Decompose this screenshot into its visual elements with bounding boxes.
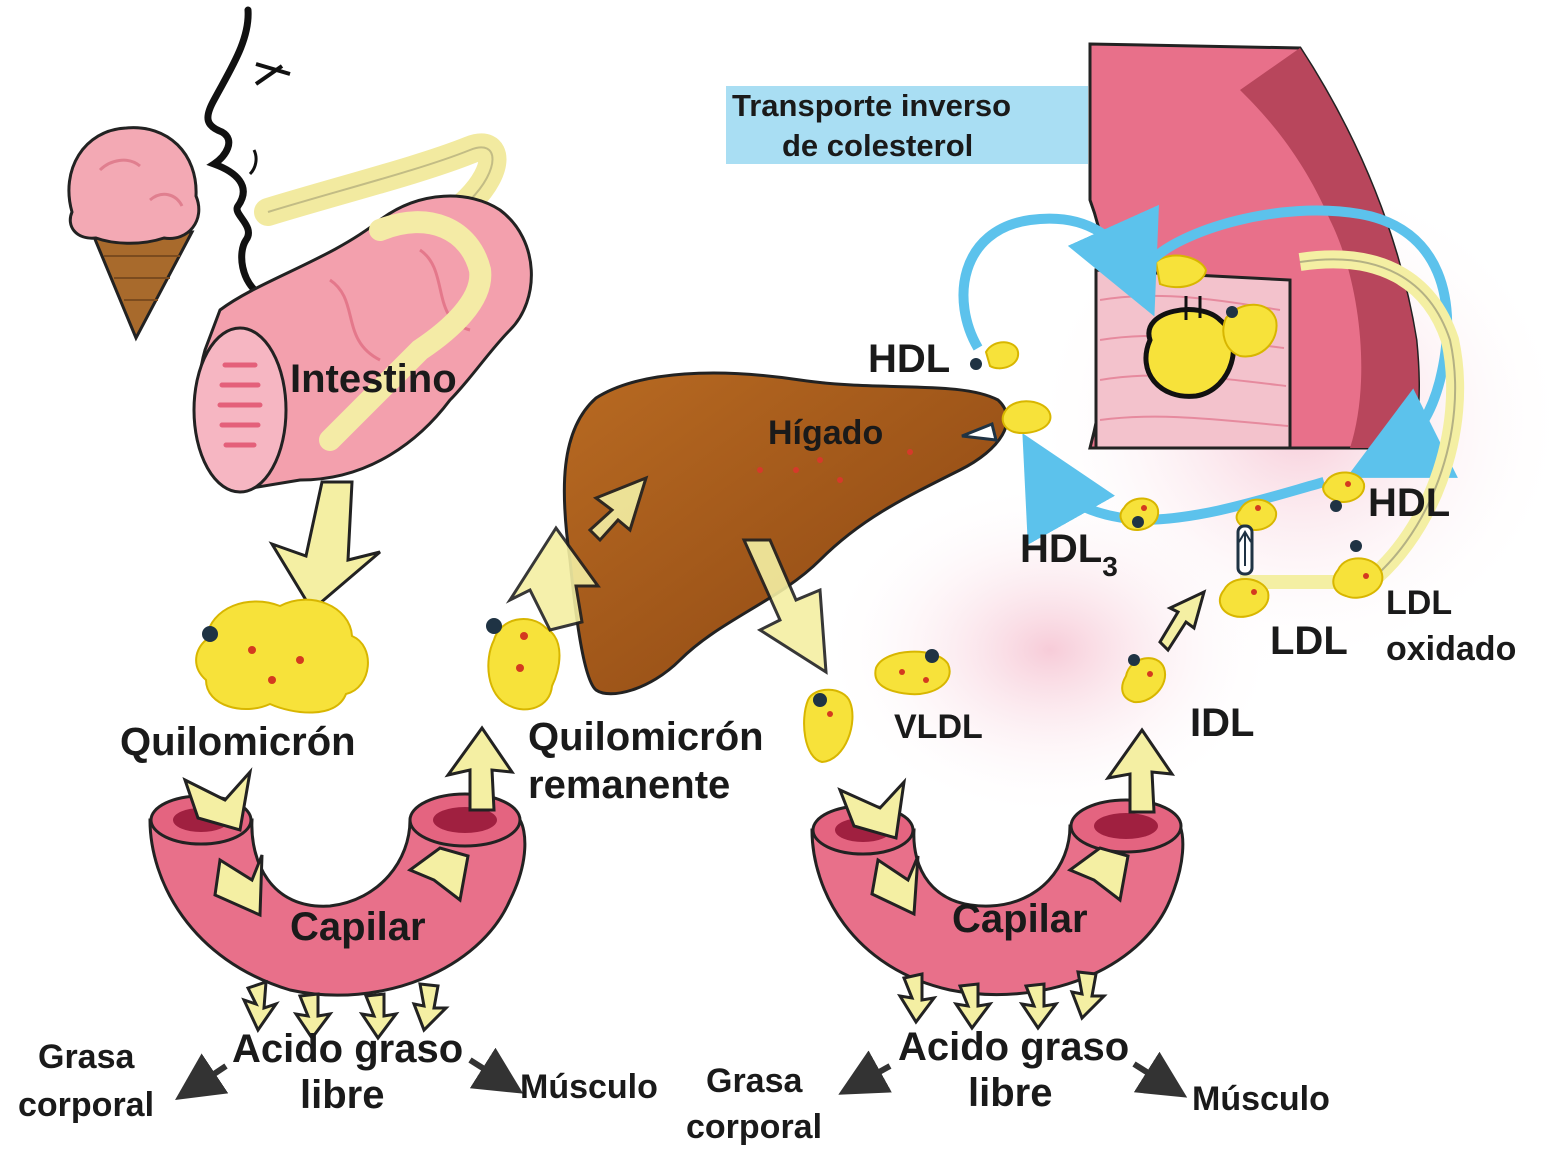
arrow-to-grasa-right [854, 1066, 890, 1086]
ldl-oxidado-label-1: LDL [1386, 584, 1452, 622]
quilomicron-label: Quilomicrón [120, 720, 356, 764]
arrow-to-grasa-left [190, 1066, 226, 1090]
ldl-oxidado-label-2: oxidado [1386, 630, 1516, 668]
chylomicron-particle [196, 600, 368, 713]
chylomicron-remnant-particle [486, 618, 560, 709]
transport-label-line2: de colesterol [782, 128, 973, 163]
acido-graso-left-2: libre [300, 1073, 384, 1117]
higado-label: Hígado [768, 414, 883, 452]
grasa-corporal-left-1: Grasa [38, 1038, 135, 1076]
grasa-corporal-right-1: Grasa [706, 1062, 803, 1100]
musculo-right-label: Músculo [1192, 1080, 1330, 1118]
arrow-to-musculo-left [470, 1060, 508, 1084]
capilar-right-label: Capilar [952, 897, 1088, 941]
ldl-particle [1220, 579, 1269, 617]
vldl-label: VLDL [894, 708, 983, 746]
quilomicron-remanente-label-2: remanente [528, 763, 730, 807]
capilar-left-label: Capilar [290, 905, 426, 949]
hdl3-label-sub: 3 [1102, 551, 1118, 582]
quilomicron-remanente-label-1: Quilomicrón [528, 715, 764, 759]
ldl-label: LDL [1270, 619, 1348, 663]
acido-graso-left-1: Acido graso [232, 1027, 463, 1071]
face-icon [208, 10, 314, 302]
ice-cream-icon [69, 128, 199, 338]
hdl3-label-main: HDL [1020, 527, 1102, 571]
grasa-corporal-left-2: corporal [18, 1086, 154, 1124]
idl-label: IDL [1190, 701, 1254, 745]
transport-label-line1: Transporte inverso [732, 88, 1011, 123]
hdl-top-label: HDL [868, 337, 950, 381]
intestino-label: Intestino [290, 357, 457, 401]
grasa-corporal-right-2: corporal [686, 1108, 822, 1146]
hdl-right-label: HDL [1368, 481, 1450, 525]
acido-graso-right-2: libre [968, 1071, 1052, 1115]
artery-icon [1090, 44, 1418, 448]
arrow-intestine-down [272, 482, 380, 610]
arrow-to-musculo-right [1134, 1064, 1172, 1088]
capillary-icon [150, 794, 525, 995]
musculo-left-label: Músculo [520, 1068, 658, 1106]
acido-graso-right-1: Acido graso [898, 1025, 1129, 1069]
